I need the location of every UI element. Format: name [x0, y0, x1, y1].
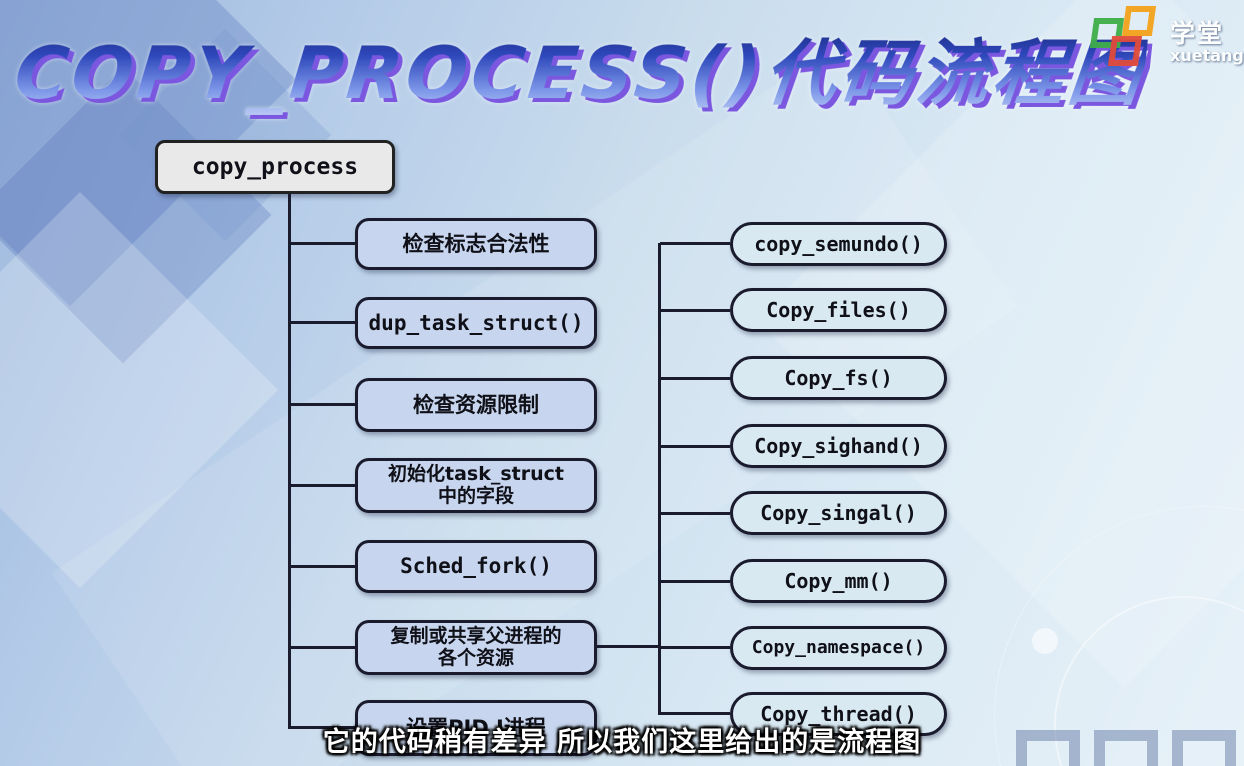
flowchart-node-copy-singal: Copy_singal() — [730, 491, 947, 535]
flowchart-node-copy-sighand: Copy_sighand() — [730, 424, 947, 468]
flowchart-node-copy-mm: Copy_mm() — [730, 559, 947, 603]
flowchart-node-sched-fork: Sched_fork() — [355, 540, 597, 593]
circle-decoration — [1032, 628, 1058, 654]
connector-stub — [660, 377, 730, 380]
flowchart-node-set-pid: 设置PID J进程 — [355, 700, 597, 756]
connector-stub — [290, 565, 356, 568]
logo-brand-en: xuetangX — [1170, 46, 1244, 65]
connector-trunk-left — [288, 194, 291, 729]
connector-stub — [290, 403, 356, 406]
diamond-decoration — [0, 192, 278, 588]
flowchart-node-copy-files: Copy_files() — [730, 288, 947, 332]
flowchart-node-copy-resources: 复制或共享父进程的 各个资源 — [355, 620, 597, 675]
connector-stub — [290, 242, 356, 245]
connector-stub — [660, 242, 730, 245]
logo-brand-cn: 学堂 — [1170, 19, 1225, 48]
logo-square-orange-icon — [1121, 6, 1157, 36]
flowchart-node-check-limits: 检查资源限制 — [355, 378, 597, 432]
logo-square-red-icon — [1107, 36, 1143, 66]
flowchart-node-init-task-struct: 初始化task_struct 中的字段 — [355, 458, 597, 513]
flowchart-node-copy-process: copy_process — [155, 140, 395, 194]
page-title: COPY_PROCESS()代码流程图 — [10, 14, 1150, 119]
connector-stub — [660, 445, 730, 448]
flowchart-node-copy-thread: Copy_thread() — [730, 692, 947, 736]
flowchart-node-copy-fs: Copy_fs() — [730, 356, 947, 400]
connector-stub — [290, 646, 356, 649]
video-subtitle: 它的代码稍有差异 所以我们这里给出的是流程图 — [322, 727, 922, 758]
connector-stub — [660, 712, 730, 715]
connector-stub — [290, 484, 356, 487]
connector-branch — [597, 645, 660, 648]
connector-trunk-right — [658, 243, 661, 715]
connector-stub — [290, 726, 356, 729]
connector-stub — [660, 309, 730, 312]
flowchart-node-copy-semundo: copy_semundo() — [730, 222, 947, 266]
flowchart-node-copy-namespace: Copy_namespace() — [730, 626, 947, 670]
connector-stub — [660, 512, 730, 515]
flowchart-node-check-flags: 检查标志合法性 — [355, 218, 597, 270]
connector-stub — [660, 580, 730, 583]
connector-stub — [290, 321, 356, 324]
flowchart-node-dup-task-struct: dup_task_struct() — [355, 297, 597, 349]
connector-stub — [660, 646, 730, 649]
